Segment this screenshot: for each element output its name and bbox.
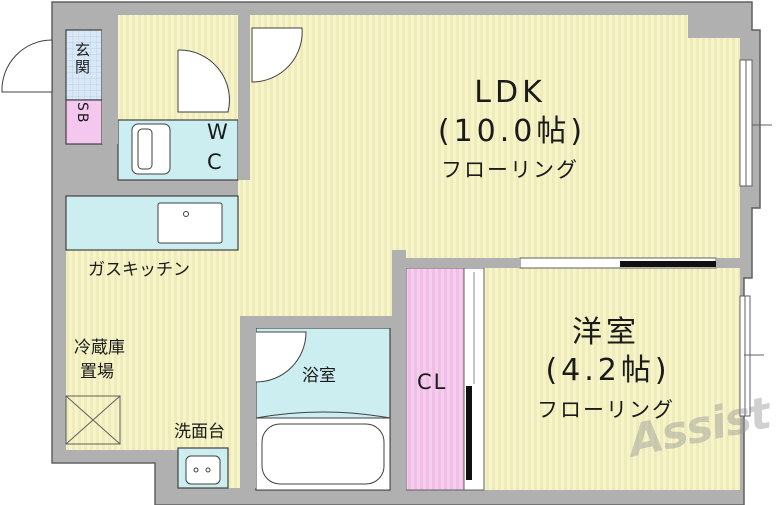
wc-label-c: C: [207, 150, 224, 174]
western-room-size: (4.2帖): [545, 353, 671, 388]
entrance-door: [1, 39, 53, 93]
western-room-floor-type: フローリング: [537, 398, 675, 422]
kitchen-label: ガスキッチン: [88, 260, 190, 280]
entrance-area: [65, 29, 103, 101]
partition-wall: [406, 258, 520, 268]
partition-wall: [242, 316, 392, 328]
kitchen-sink: [157, 202, 223, 244]
closet-label: CL: [417, 370, 448, 394]
partition-wall: [240, 316, 256, 488]
washstand-label: 洗面台: [174, 422, 225, 442]
fridge-space: [65, 395, 121, 445]
western-room-floor: [484, 268, 740, 490]
shoe-box: [65, 99, 103, 145]
partition-wall: [102, 15, 118, 144]
ldk-size: (10.0帖): [437, 114, 587, 149]
entrance-label: 玄関: [73, 42, 91, 76]
fridge-label-line2: 置場: [80, 362, 114, 382]
fridge-label-line1: 冷蔵庫: [74, 338, 125, 358]
closet-door-panel: [466, 386, 472, 480]
bath-label: 浴室: [302, 366, 336, 386]
western-room-name: 洋室: [572, 315, 640, 350]
kitchen-floor: [66, 250, 392, 488]
partition-wall: [392, 250, 406, 490]
shoe-box-label: SB: [74, 102, 90, 125]
wc-label-w: W: [207, 120, 230, 144]
ldk-name: LDK: [474, 75, 546, 110]
partition-wall: [716, 258, 740, 268]
ldk-lower-floor: [238, 180, 740, 258]
partition-wall: [238, 15, 250, 180]
ldk-floor-type: フローリング: [441, 158, 579, 182]
wc-door: [177, 49, 230, 113]
ldk-door: [251, 27, 303, 83]
bath-door: [255, 331, 307, 383]
